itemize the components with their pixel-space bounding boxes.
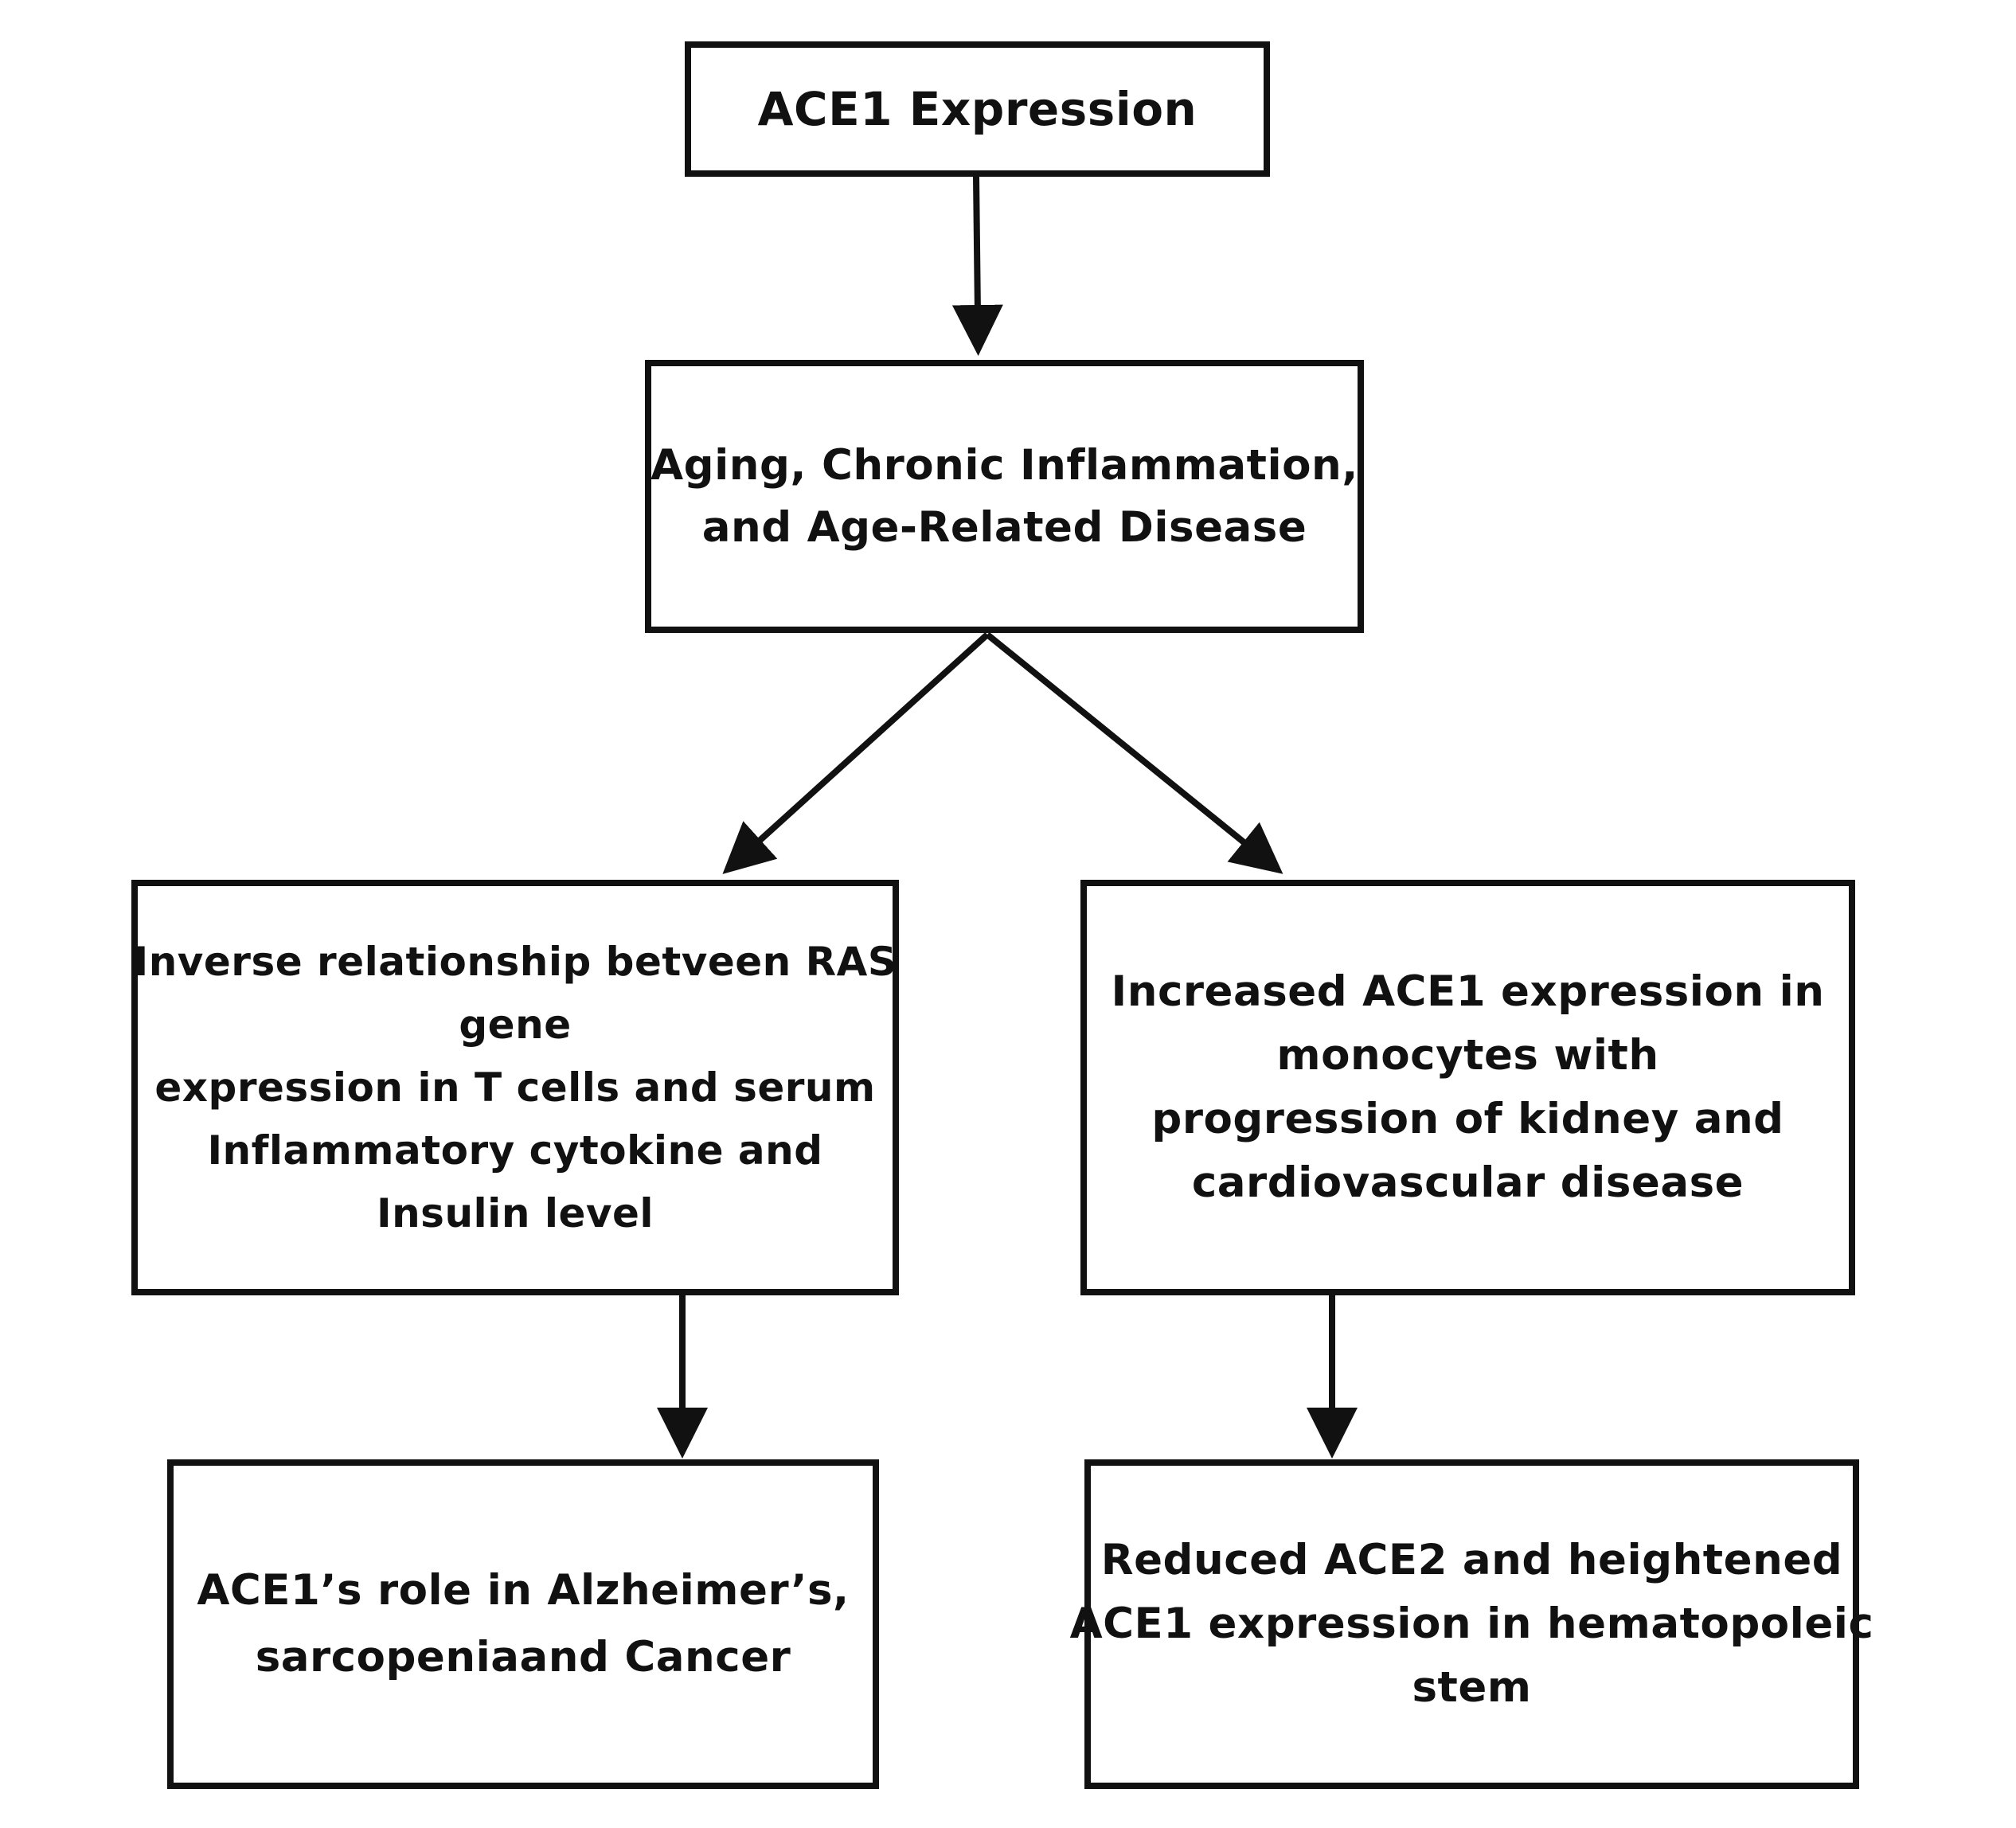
node-aging-chronic-inflammation: Aging, Chronic Inflammation, and Age-Rel… — [645, 360, 1364, 633]
arrow-ace1-to-aging — [951, 176, 1003, 356]
node-text-line: expression in T cells and serum — [154, 1064, 876, 1111]
node-text-line: ACE1 expression in hematopoleic — [1069, 1600, 1874, 1648]
node-text-line: stem — [1412, 1663, 1532, 1712]
node-text-line: cardiovascular disease — [1191, 1158, 1744, 1207]
node-text-line: and Age-Related Disease — [701, 502, 1307, 552]
arrow-aging-to-increased-ace1 — [985, 631, 1283, 874]
node-text-line: Insulin level — [376, 1189, 654, 1236]
node-text-line: Aging, Chronic Inflammation, — [651, 440, 1358, 490]
node-text-line: Increased ACE1 expression in — [1111, 967, 1825, 1016]
arrow-aging-to-inverse-relationship — [722, 632, 990, 874]
node-ace1-role: ACE1’s role in Alzheimer’s, sarcopeniaan… — [167, 1459, 879, 1789]
node-text-line: sarcopeniaand Cancer — [255, 1633, 791, 1682]
node-reduced-ace2: Reduced ACE2 and heightened ACE1 express… — [1070, 1459, 1873, 1789]
node-text-line: Reduced ACE2 and heightened — [1100, 1536, 1843, 1584]
node-inverse-relationship: Inverse relationship betveen RAS gene ex… — [131, 880, 899, 1295]
node-text-line: progression of kidney and — [1151, 1095, 1784, 1143]
node-ace1-expression: ACE1 Expression — [685, 41, 1270, 177]
node-text-line: Inflammatory cytokine and — [207, 1127, 823, 1174]
node-text-line: monocytes with — [1276, 1031, 1659, 1080]
node-text-line: gene — [459, 1001, 572, 1048]
node-text-line: ACE1 Expression — [757, 82, 1197, 136]
node-text-line: ACE1’s role in Alzheimer’s, — [197, 1566, 850, 1615]
node-text-line: Inverse relationship betveen RAS — [133, 938, 897, 985]
node-increased-ace1-expression: Increased ACE1 expression in monocytes w… — [1080, 880, 1855, 1295]
